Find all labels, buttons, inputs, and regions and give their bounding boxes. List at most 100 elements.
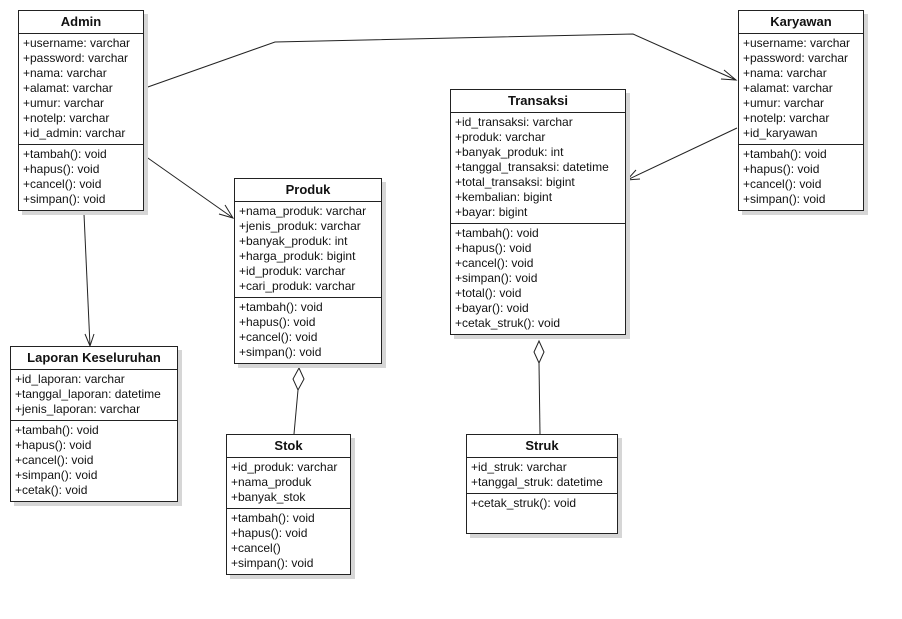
attribute-row: +banyak_produk: int	[455, 145, 564, 159]
method-row: +simpan(): void	[743, 192, 826, 206]
method-row: +tambah(): void	[455, 226, 539, 240]
class-laporan-keseluruhan[interactable]: Laporan Keseluruhan+id_laporan: varchar+…	[10, 346, 178, 502]
attribute-row: +notelp: varchar	[23, 111, 110, 125]
attribute-row: +nama: varchar	[743, 66, 827, 80]
class-name: Struk	[467, 435, 617, 458]
attribute-row: +tanggal_struk: datetime	[471, 475, 603, 489]
attribute-row: +jenis_laporan: varchar	[15, 402, 141, 416]
attribute-row: +harga_produk: bigint	[239, 249, 356, 263]
attribute-row: +username: varchar	[743, 36, 851, 50]
method-row: +cancel(): void	[455, 256, 534, 270]
methods-section: +tambah(): void+hapus(): void+cancel(): …	[451, 223, 625, 334]
method-row: +hapus(): void	[15, 438, 92, 452]
attribute-row: +tanggal_transaksi: datetime	[455, 160, 609, 174]
attribute-row: +umur: varchar	[743, 96, 825, 110]
attribute-row: +jenis_produk: varchar	[239, 219, 361, 233]
method-row: +simpan(): void	[15, 468, 98, 482]
method-row: +simpan(): void	[23, 192, 106, 206]
attribute-row: +id_laporan: varchar	[15, 372, 125, 386]
admin-produk-association	[144, 155, 234, 219]
class-karyawan[interactable]: Karyawan+username: varchar+password: var…	[738, 10, 864, 211]
attribute-row: +banyak_stok	[231, 490, 306, 504]
method-row: +cancel(): void	[23, 177, 102, 191]
methods-section: +tambah(): void+hapus(): void+cancel(): …	[11, 420, 177, 501]
karyawan-transaksi-association	[626, 127, 738, 181]
attributes-section: +id_produk: varchar+nama_produk+banyak_s…	[227, 458, 350, 508]
admin-laporan-association	[83, 213, 91, 347]
class-name: Karyawan	[739, 11, 863, 34]
class-name: Transaksi	[451, 90, 625, 113]
class-struk[interactable]: Struk+id_struk: varchar+tanggal_struk: d…	[466, 434, 618, 534]
method-row: +cancel(): void	[743, 177, 822, 191]
attributes-section: +username: varchar+password: varchar+nam…	[19, 34, 143, 144]
attribute-row: +username: varchar	[23, 36, 131, 50]
class-admin[interactable]: Admin+username: varchar+password: varcha…	[18, 10, 144, 211]
arrowhead-produk	[218, 204, 235, 219]
attribute-row: +nama_produk	[231, 475, 312, 489]
method-row: +cancel(): void	[239, 330, 318, 344]
attribute-row: +nama: varchar	[23, 66, 107, 80]
attributes-section: +id_transaksi: varchar+produk: varchar+b…	[451, 113, 625, 223]
attribute-row: +nama_produk: varchar	[239, 204, 367, 218]
method-row: +hapus(): void	[239, 315, 316, 329]
method-row: +tambah(): void	[15, 423, 99, 437]
method-row: +hapus(): void	[23, 162, 100, 176]
methods-section: +tambah(): void+hapus(): void+cancel(): …	[235, 297, 381, 363]
attributes-section: +id_struk: varchar+tanggal_struk: dateti…	[467, 458, 617, 493]
attribute-row: +kembalian: bigint	[455, 190, 553, 204]
admin-karyawan-association	[144, 33, 737, 89]
methods-section: +tambah(): void+hapus(): void+cancel(): …	[19, 144, 143, 210]
method-row: +cetak_struk(): void	[455, 316, 561, 330]
class-produk[interactable]: Produk+nama_produk: varchar+jenis_produk…	[234, 178, 382, 364]
aggregation-diamond-produk	[292, 366, 305, 392]
method-row: +hapus(): void	[455, 241, 532, 255]
class-name: Laporan Keseluruhan	[11, 347, 177, 370]
attribute-row: +password: varchar	[23, 51, 129, 65]
attribute-row: +id_produk: varchar	[239, 264, 346, 278]
attribute-row: +id_karyawan	[743, 126, 818, 140]
attribute-row: +notelp: varchar	[743, 111, 830, 125]
attribute-row: +cari_produk: varchar	[239, 279, 356, 293]
attribute-row: +password: varchar	[743, 51, 849, 65]
class-transaksi[interactable]: Transaksi+id_transaksi: varchar+produk: …	[450, 89, 626, 335]
arrowhead-transaksi	[625, 169, 641, 181]
attributes-section: +nama_produk: varchar+jenis_produk: varc…	[235, 202, 381, 297]
method-row: +bayar(): void	[455, 301, 529, 315]
method-row: +tambah(): void	[743, 147, 827, 161]
struk-transaksi-aggregation	[538, 362, 541, 435]
attribute-row: +alamat: varchar	[23, 81, 113, 95]
method-row: +simpan(): void	[239, 345, 322, 359]
method-row: +tambah(): void	[239, 300, 323, 314]
attribute-row: +alamat: varchar	[743, 81, 833, 95]
class-name: Stok	[227, 435, 350, 458]
method-row: +cetak(): void	[15, 483, 88, 497]
class-name: Produk	[235, 179, 381, 202]
attribute-row: +tanggal_laporan: datetime	[15, 387, 161, 401]
attribute-row: +produk: varchar	[455, 130, 546, 144]
method-row: +total(): void	[455, 286, 522, 300]
attribute-row: +id_transaksi: varchar	[455, 115, 573, 129]
method-row: +cancel()	[231, 541, 281, 555]
stok-produk-aggregation	[293, 389, 299, 435]
attribute-row: +id_struk: varchar	[471, 460, 567, 474]
attributes-section: +id_laporan: varchar+tanggal_laporan: da…	[11, 370, 177, 420]
method-row: +tambah(): void	[23, 147, 107, 161]
method-row: +hapus(): void	[743, 162, 820, 176]
arrowhead-karyawan	[720, 69, 738, 81]
method-row: +simpan(): void	[231, 556, 314, 570]
method-row: +cancel(): void	[15, 453, 94, 467]
methods-section: +cetak_struk(): void	[467, 493, 617, 514]
attribute-row: +id_admin: varchar	[23, 126, 126, 140]
method-row: +simpan(): void	[455, 271, 538, 285]
method-row: +tambah(): void	[231, 511, 315, 525]
class-stok[interactable]: Stok+id_produk: varchar+nama_produk+bany…	[226, 434, 351, 575]
attribute-row: +umur: varchar	[23, 96, 105, 110]
methods-section: +tambah(): void+hapus(): void+cancel()+s…	[227, 508, 350, 574]
attribute-row: +total_transaksi: bigint	[455, 175, 575, 189]
attributes-section: +username: varchar+password: varchar+nam…	[739, 34, 863, 144]
attribute-row: +banyak_produk: int	[239, 234, 348, 248]
attribute-row: +id_produk: varchar	[231, 460, 338, 474]
method-row: +hapus(): void	[231, 526, 308, 540]
class-name: Admin	[19, 11, 143, 34]
